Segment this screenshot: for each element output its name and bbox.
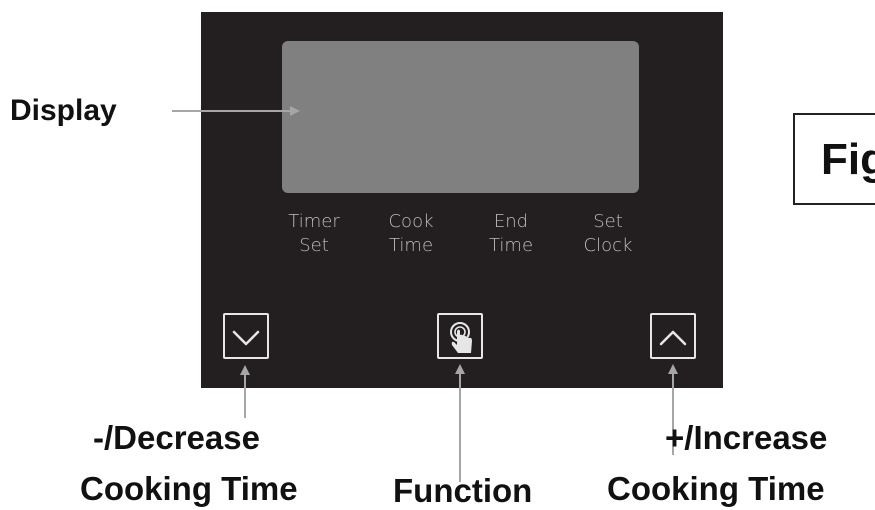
chevron-down-icon [232,330,260,346]
mode-label-timer-set: Timer Set [274,210,354,258]
increase-callout-line1: +/Increase [665,419,828,456]
mode-label-line: Set [593,211,623,232]
mode-label-line: Clock [583,235,633,256]
figure-label-box: Fig [793,113,875,205]
decrease-callout-line2: Cooking Time [80,470,298,507]
function-callout: Function [393,472,533,509]
decrease-callout-line1: -/Decrease [93,419,260,456]
touch-finger-icon [450,322,472,353]
increase-button[interactable] [650,313,696,359]
mode-label-end-time: End Time [471,210,551,258]
display-callout: Display [10,94,117,127]
mode-label-line: Time [388,235,434,256]
mode-label-line: End [493,211,529,232]
mode-label-line: Set [299,235,329,256]
increase-callout-line2: Cooking Time [607,470,825,507]
mode-label-line: Time [488,235,534,256]
mode-label-set-clock: Set Clock [568,210,648,258]
display-screen [282,41,639,193]
figure-label: Fig [821,135,875,184]
decrease-button[interactable] [223,313,269,359]
mode-label-cook-time: Cook Time [371,210,451,258]
function-button[interactable] [437,313,483,359]
chevron-up-icon [659,330,687,346]
mode-label-line: Cook [388,211,434,232]
mode-label-line: Timer [288,211,340,232]
